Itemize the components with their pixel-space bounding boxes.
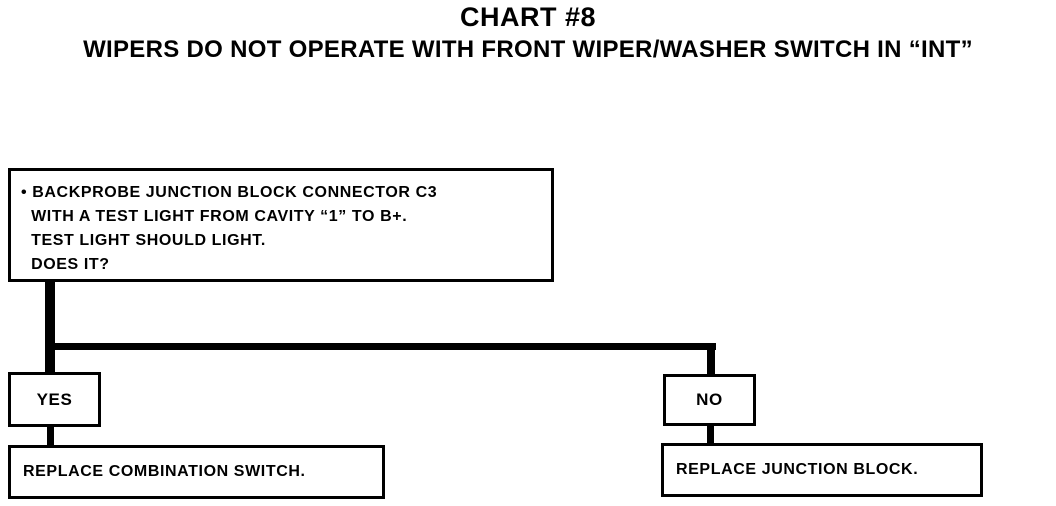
question-line: WITH A TEST LIGHT FROM CAVITY “1” TO B+. — [21, 208, 408, 225]
chart-subtitle: WIPERS DO NOT OPERATE WITH FRONT WIPER/W… — [83, 36, 973, 63]
connector-question-down — [45, 282, 55, 348]
yes-action-box: REPLACE COMBINATION SWITCH. — [8, 445, 385, 499]
connector-horizontal-branch — [45, 343, 716, 350]
yes-box: YES — [8, 372, 101, 427]
connector-yes-to-action — [47, 425, 54, 447]
question-line: DOES IT? — [21, 256, 110, 273]
chart-title: CHART #8 — [459, 2, 597, 32]
question-box: • BACKPROBE JUNCTION BLOCK CONNECTOR C3 … — [8, 168, 554, 282]
no-action-box: REPLACE JUNCTION BLOCK. — [661, 443, 983, 497]
no-label: NO — [696, 390, 723, 409]
connector-to-yes — [45, 348, 55, 374]
no-box: NO — [663, 374, 756, 426]
no-action-text: REPLACE JUNCTION BLOCK. — [676, 461, 919, 478]
connector-to-no — [707, 348, 715, 376]
question-line: • BACKPROBE JUNCTION BLOCK CONNECTOR C3 — [21, 184, 438, 201]
yes-action-text: REPLACE COMBINATION SWITCH. — [23, 463, 306, 480]
connector-no-to-action — [707, 424, 714, 445]
yes-label: YES — [36, 389, 73, 409]
question-line: TEST LIGHT SHOULD LIGHT. — [21, 232, 266, 249]
